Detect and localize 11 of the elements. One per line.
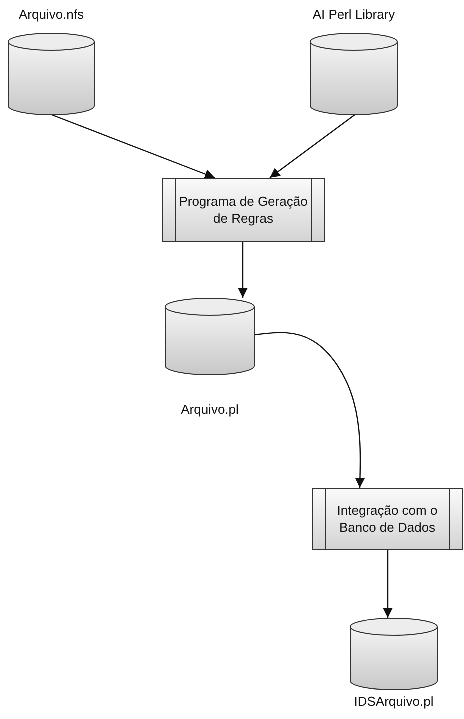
- database-label: Arquivo.pl: [180, 402, 240, 418]
- arrow: [238, 242, 248, 298]
- arrow: [254, 332, 366, 488]
- arrow: [383, 550, 393, 618]
- database-label: Arquivo.nfs: [18, 7, 86, 23]
- arrow: [52, 114, 216, 180]
- database-label: AI Perl Library: [312, 7, 396, 23]
- process-box: Integração com o Banco de Dados: [312, 488, 463, 550]
- arrow: [270, 114, 356, 178]
- database-label: IDSArquivo.pl: [353, 694, 435, 710]
- process-box: Programa de Geração de Regras: [162, 178, 325, 242]
